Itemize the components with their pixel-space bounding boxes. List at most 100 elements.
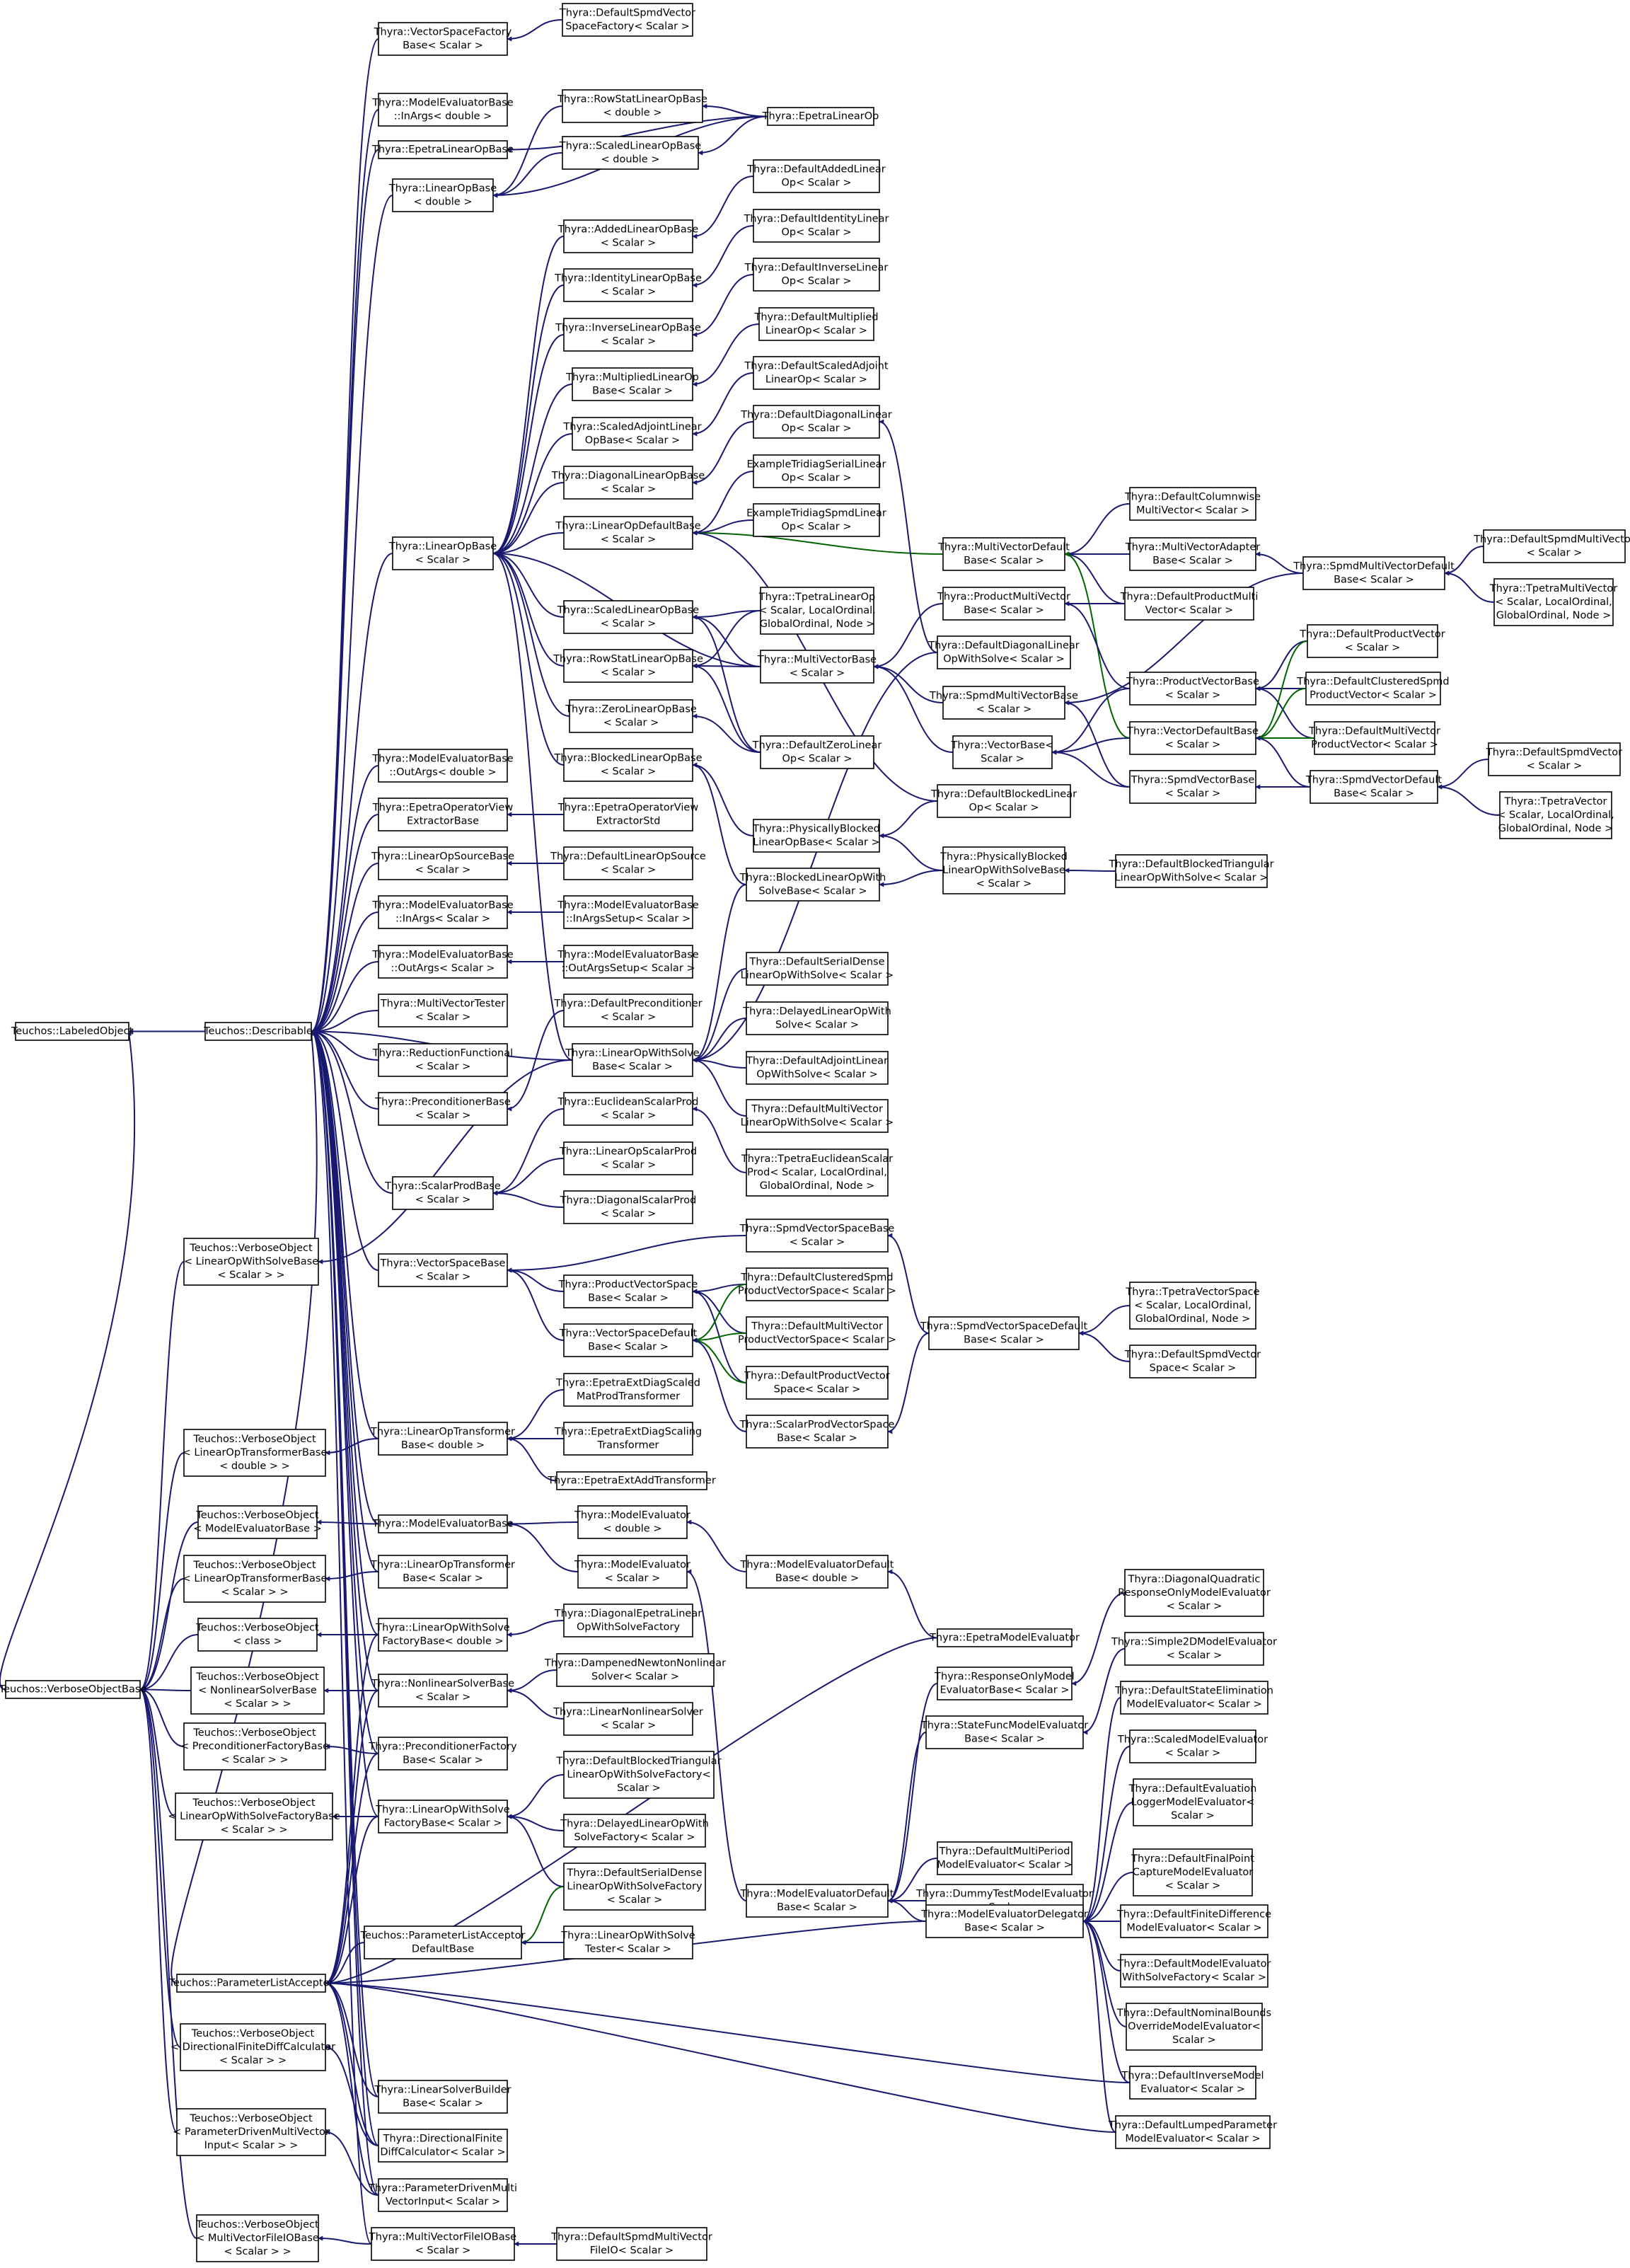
class-node-vectorBase[interactable]: Thyra::VectorBase<Scalar > bbox=[951, 735, 1054, 769]
class-node-defEvalLoggerME[interactable]: Thyra::DefaultEvaluationLoggerModelEvalu… bbox=[1128, 1778, 1257, 1826]
class-node-productVecBase[interactable]: Thyra::ProductVectorBase< Scalar > bbox=[1126, 672, 1259, 706]
class-node-linearNonlinSolver[interactable]: Thyra::LinearNonlinearSolver< Scalar > bbox=[553, 1702, 703, 1736]
class-node-scaledLOB[interactable]: Thyra::ScaledLinearOpBase< Scalar > bbox=[557, 600, 700, 634]
class-node-meD[interactable]: Thyra::ModelEvaluator< double > bbox=[574, 1505, 690, 1539]
class-node-voLOTransformer[interactable]: Teuchos::VerboseObject< LinearOpTransfor… bbox=[183, 1429, 328, 1477]
class-node-defFiniteDiffME[interactable]: Thyra::DefaultFiniteDifferenceModelEvalu… bbox=[1116, 1904, 1271, 1938]
class-node-meOutArgsSetup[interactable]: Thyra::ModelEvaluatorBase::OutArgsSetup<… bbox=[557, 945, 699, 979]
class-node-mvBase[interactable]: Thyra::MultiVectorBase< Scalar > bbox=[757, 650, 877, 684]
class-node-physBlockedLOWSBase[interactable]: Thyra::PhysicallyBlockedLinearOpWithSolv… bbox=[940, 846, 1068, 894]
class-node-defLumpedParamME[interactable]: Thyra::DefaultLumpedParameterModelEvalua… bbox=[1108, 2115, 1277, 2149]
class-node-defClusteredSpmdPVS[interactable]: Thyra::DefaultClusteredSpmdProductVector… bbox=[738, 1267, 896, 1301]
class-node-plAcceptorDefault[interactable]: Teuchos::ParameterListAcceptorDefaultBas… bbox=[360, 1926, 526, 1959]
class-node-voMVFileIO[interactable]: Teuchos::VerboseObject< MultiVectorFileI… bbox=[195, 2214, 319, 2262]
class-node-addedLOB[interactable]: Thyra::AddedLinearOpBase< Scalar > bbox=[557, 219, 699, 253]
class-node-defClusteredSpmdPV[interactable]: Thyra::DefaultClusteredSpmdProductVector… bbox=[1296, 672, 1450, 706]
class-node-mvTester[interactable]: Thyra::MultiVectorTester< Scalar > bbox=[378, 994, 508, 1027]
class-node-blockedLOB[interactable]: Thyra::BlockedLinearOpBase< Scalar > bbox=[553, 748, 703, 782]
class-node-vsBase[interactable]: Thyra::VectorSpaceBase< Scalar > bbox=[378, 1253, 508, 1287]
class-node-rowStatD[interactable]: Thyra::RowStatLinearOpBase< double > bbox=[557, 89, 707, 123]
class-node-voClass[interactable]: Teuchos::VerboseObject< class > bbox=[195, 1618, 319, 1652]
class-node-spmdVecBase[interactable]: Thyra::SpmdVectorBase< Scalar > bbox=[1129, 770, 1256, 804]
class-node-lowsFactoryD[interactable]: Thyra::LinearOpWithSolveFactoryBase< dou… bbox=[375, 1618, 510, 1652]
class-node-loTransformerS[interactable]: Thyra::LinearOpTransformerBase< Scalar > bbox=[370, 1555, 515, 1589]
class-node-defMultiPeriodME[interactable]: Thyra::DefaultMultiPeriodModelEvaluator<… bbox=[937, 1841, 1073, 1875]
class-node-identityLOB[interactable]: Thyra::IdentityLinearOpBase< Scalar > bbox=[554, 268, 702, 302]
class-node-voLOWSBase[interactable]: Teuchos::VerboseObject< LinearOpWithSolv… bbox=[183, 1238, 319, 1286]
class-node-delayedLOWSF[interactable]: Thyra::DelayedLinearOpWithSolveFactory< … bbox=[560, 1814, 709, 1848]
class-node-epetraLO[interactable]: Thyra::EpetraLinearOp bbox=[762, 107, 879, 126]
class-node-scaledD[interactable]: Thyra::ScaledLinearOpBase< double > bbox=[559, 136, 702, 170]
class-node-spmdVSBase[interactable]: Thyra::SpmdVectorSpaceBase< Scalar > bbox=[739, 1219, 895, 1253]
class-node-lowsFactoryS[interactable]: Thyra::LinearOpWithSolveFactoryBase< Sca… bbox=[375, 1800, 510, 1834]
class-node-nonlinSolverBase[interactable]: Thyra::NonlinearSolverBase< Scalar > bbox=[371, 1674, 514, 1708]
class-node-lowsBase[interactable]: Thyra::LinearOpWithSolveBase< Scalar > bbox=[565, 1043, 700, 1077]
class-node-tpetraVec[interactable]: Thyra::TpetraVector< Scalar, LocalOrdina… bbox=[1497, 791, 1614, 839]
class-node-defMVLOWS[interactable]: Thyra::DefaultMultiVectorLinearOpWithSol… bbox=[741, 1099, 894, 1133]
class-node-defLOSource[interactable]: Thyra::DefaultLinearOpSource< Scalar > bbox=[550, 846, 706, 880]
class-node-defAdjointLOWS[interactable]: Thyra::DefaultAdjointLinearOpWithSolve< … bbox=[746, 1051, 889, 1085]
class-node-rowStatLOB[interactable]: Thyra::RowStatLinearOpBase< Scalar > bbox=[553, 649, 703, 683]
class-node-meOutArgsD[interactable]: Thyra::ModelEvaluatorBase::OutArgs< doub… bbox=[371, 749, 514, 783]
class-node-defSpmdVec[interactable]: Thyra::DefaultSpmdVector< Scalar > bbox=[1486, 742, 1622, 776]
class-node-defDiagLOWS[interactable]: Thyra::DefaultDiagonalLinearOpWithSolve<… bbox=[927, 635, 1080, 669]
class-node-epetraExtAdd[interactable]: Thyra::EpetraExtAddTransformer bbox=[547, 1471, 716, 1490]
class-node-diagQuadME[interactable]: Thyra::DiagonalQuadraticResponseOnlyMode… bbox=[1118, 1569, 1271, 1617]
class-node-plAcceptor[interactable]: Teuchos::ParameterListAcceptor bbox=[168, 1974, 334, 1993]
class-node-defProductVec[interactable]: Thyra::DefaultProductVector< Scalar > bbox=[1299, 624, 1445, 658]
class-node-loSourceBase[interactable]: Thyra::LinearOpSourceBase< Scalar > bbox=[371, 846, 514, 880]
class-node-tpetraLO[interactable]: Thyra::TpetraLinearOp< Scalar, LocalOrdi… bbox=[758, 587, 876, 635]
class-node-tpetraVS[interactable]: Thyra::TpetraVectorSpace< Scalar, LocalO… bbox=[1125, 1282, 1260, 1330]
class-node-meS[interactable]: Thyra::ModelEvaluator< Scalar > bbox=[574, 1555, 690, 1589]
class-node-meOutArgsS[interactable]: Thyra::ModelEvaluatorBase::OutArgs< Scal… bbox=[371, 945, 514, 979]
class-node-simple2DME[interactable]: Thyra::Simple2DModelEvaluator< Scalar > bbox=[1111, 1632, 1277, 1666]
class-node-diagonalSP[interactable]: Thyra::DiagonalScalarProd< Scalar > bbox=[560, 1190, 697, 1224]
class-node-verboseBase[interactable]: Teuchos::VerboseObjectBase bbox=[0, 1680, 146, 1699]
class-node-voMEBase[interactable]: Teuchos::VerboseObject< ModelEvaluatorBa… bbox=[193, 1505, 322, 1539]
class-node-precBase[interactable]: Thyra::PreconditionerBase< Scalar > bbox=[374, 1092, 511, 1126]
class-node-epetraME[interactable]: Thyra::EpetraModelEvaluator bbox=[929, 1628, 1080, 1647]
class-node-paramDrivenMVInput[interactable]: Thyra::ParameterDrivenMultiVectorInput< … bbox=[368, 2178, 517, 2212]
class-node-defMultiVectorPVS[interactable]: Thyra::DefaultMultiVectorProductVectorSp… bbox=[738, 1316, 896, 1350]
class-node-voParamDrivenMV[interactable]: Teuchos::VerboseObject< ParameterDrivenM… bbox=[173, 2108, 330, 2156]
class-node-defBlockedTriLOWSF[interactable]: Thyra::DefaultBlockedTriangularLinearOpW… bbox=[555, 1751, 722, 1799]
class-node-euclideanSP[interactable]: Thyra::EuclideanScalarProd< Scalar > bbox=[557, 1092, 699, 1126]
class-node-epetraExtDiagScaledMat[interactable]: Thyra::EpetraExtDiagScaledMatProdTransfo… bbox=[555, 1373, 700, 1407]
class-node-voPrecFactory[interactable]: Teuchos::VerboseObject< PreconditionerFa… bbox=[180, 1722, 329, 1771]
class-node-defMultiVectorPV[interactable]: Thyra::DefaultMultiVectorProductVector< … bbox=[1308, 721, 1440, 755]
class-node-meInArgsS[interactable]: Thyra::ModelEvaluatorBase::InArgs< Scala… bbox=[371, 895, 514, 929]
class-node-labeled[interactable]: Teuchos::LabeledObject bbox=[11, 1022, 134, 1041]
class-node-vectorDefaultBase[interactable]: Thyra::VectorDefaultBase< Scalar > bbox=[1126, 721, 1259, 755]
class-node-defMELOWSF[interactable]: Thyra::DefaultModelEvaluatorWithSolveFac… bbox=[1116, 1954, 1271, 1988]
class-node-defSerialDenseLOWS[interactable]: Thyra::DefaultSerialDenseLinearOpWithSol… bbox=[741, 952, 894, 986]
